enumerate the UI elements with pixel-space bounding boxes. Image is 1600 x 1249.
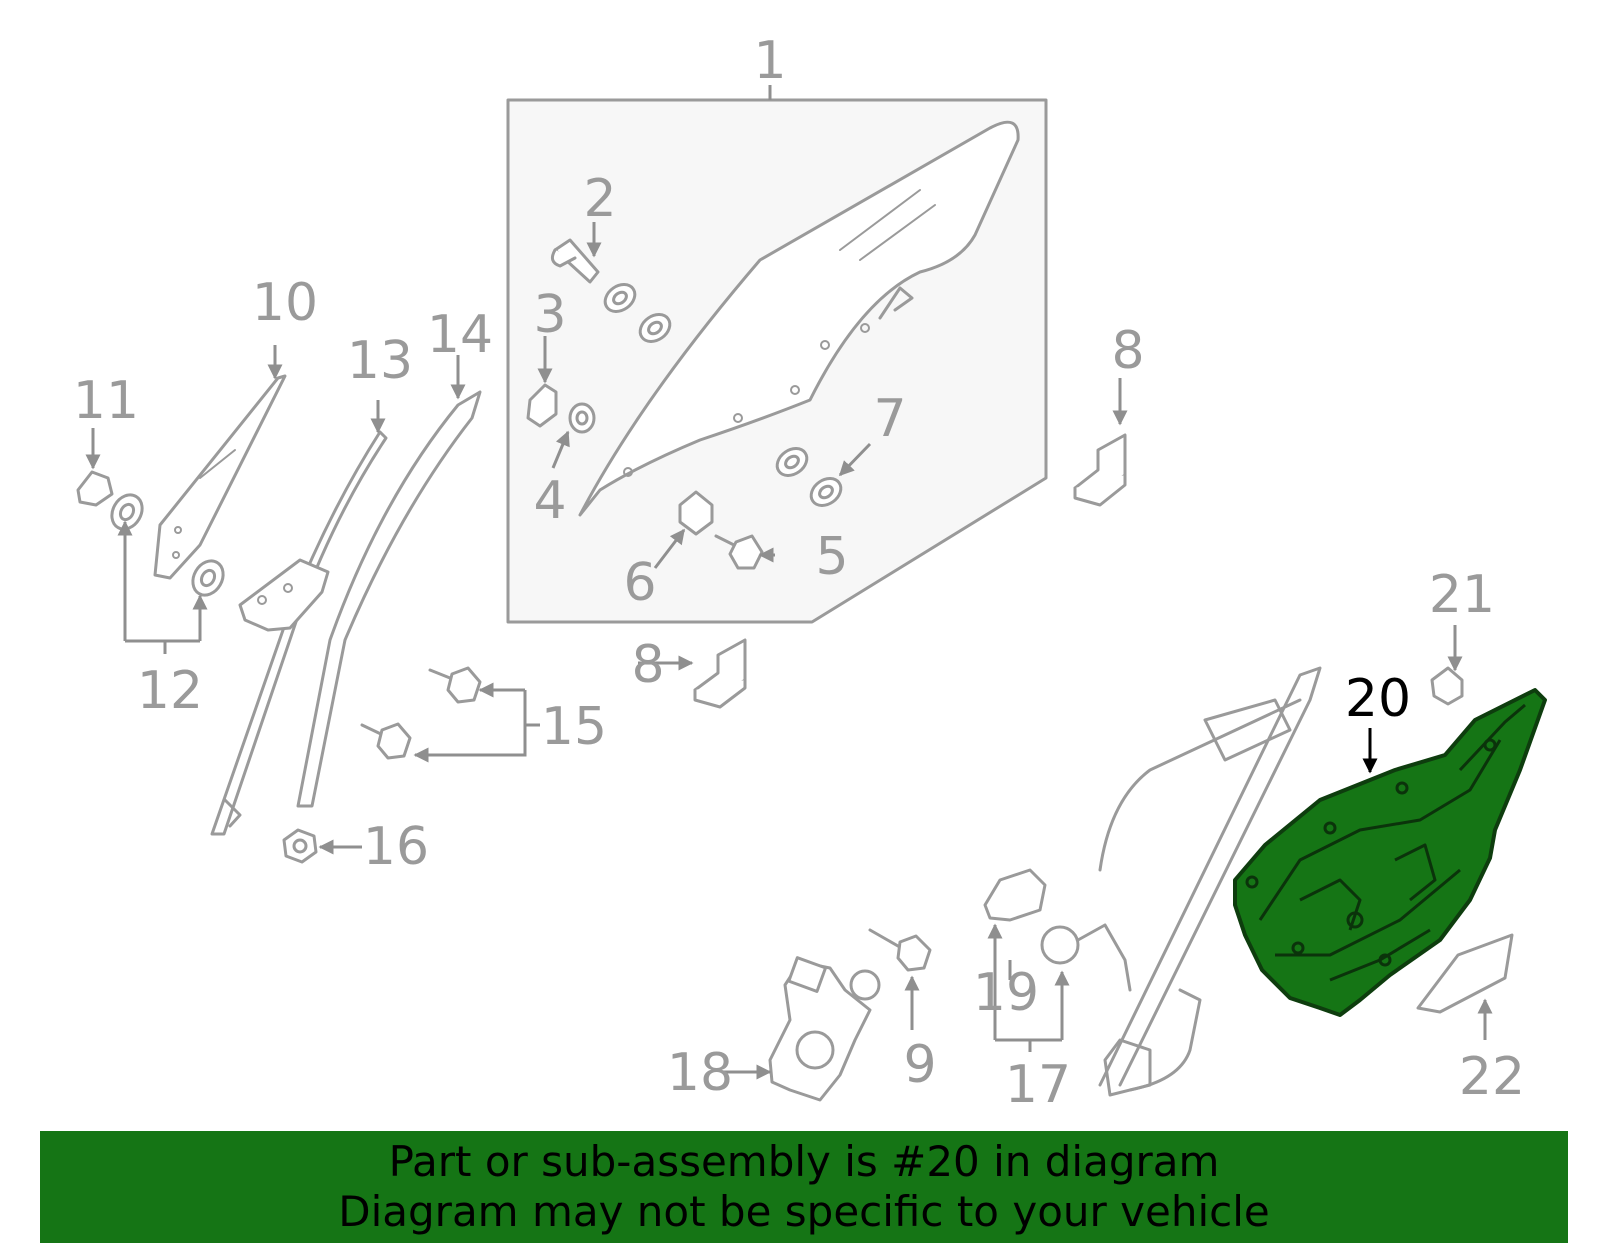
regulator-part-17 <box>1040 666 1322 1097</box>
callout-18: 18 <box>667 1043 733 1103</box>
bolt-part-2 <box>550 238 600 284</box>
callout-11: 11 <box>73 371 139 431</box>
motor-part-18 <box>768 956 881 1102</box>
callout-20: 20 <box>1345 669 1411 729</box>
callout-17: 17 <box>1005 1055 1071 1115</box>
leader-lines <box>85 222 1493 1080</box>
carrier-plate-part-20 <box>1233 688 1547 1017</box>
callout-21: 21 <box>1429 565 1495 625</box>
bracket-part-8-lower <box>693 638 747 709</box>
callout-4: 4 <box>533 471 566 531</box>
callout-2: 2 <box>583 169 616 229</box>
bolts-part-15 <box>360 666 482 760</box>
bracket-part-8-upper <box>1073 433 1127 507</box>
callout-8-lower: 8 <box>631 635 664 695</box>
callout-5: 5 <box>815 527 848 587</box>
channel-part-13 <box>210 430 388 836</box>
callout-12: 12 <box>137 661 203 721</box>
clip-part-21 <box>1430 666 1464 706</box>
callout-9: 9 <box>903 1035 936 1095</box>
callout-15: 15 <box>541 697 607 757</box>
quarter-glass-part-10 <box>153 374 287 580</box>
washers <box>603 283 843 507</box>
channel-part-14 <box>296 390 482 808</box>
door-glass <box>578 120 1020 517</box>
callout-labels: 1 2 3 4 5 6 7 8 8 9 10 11 12 13 14 15 16… <box>73 31 1525 1115</box>
nut-part-16 <box>282 828 318 864</box>
callout-7: 7 <box>873 389 906 449</box>
banner-line-1: Part or sub-assembly is #20 in diagram <box>388 1137 1220 1186</box>
callout-13: 13 <box>347 331 413 391</box>
parts-diagram: 1 2 3 4 5 6 7 8 8 9 10 11 12 13 14 15 16… <box>73 31 1547 1115</box>
callout-10: 10 <box>252 273 318 333</box>
callout-22: 22 <box>1459 1047 1525 1107</box>
callout-1: 1 <box>753 31 786 91</box>
clip-part-11 <box>76 470 114 507</box>
info-banner: Part or sub-assembly is #20 in diagram D… <box>40 1131 1568 1243</box>
clip-part-3 <box>526 383 558 428</box>
callout-6: 6 <box>623 553 656 613</box>
bracket-part-19 <box>983 868 1047 922</box>
bolt-part-5 <box>714 534 764 570</box>
callout-8-upper: 8 <box>1111 321 1144 381</box>
grommet-part-4 <box>568 402 596 434</box>
callout-16: 16 <box>363 817 429 877</box>
bushing-part-6 <box>678 490 714 536</box>
callout-14: 14 <box>427 305 493 365</box>
pad-part-22 <box>1416 933 1514 1014</box>
callout-3: 3 <box>533 285 566 345</box>
bolt-part-9 <box>868 928 932 972</box>
callout-19: 19 <box>973 963 1039 1023</box>
banner-line-2: Diagram may not be specific to your vehi… <box>338 1187 1270 1236</box>
